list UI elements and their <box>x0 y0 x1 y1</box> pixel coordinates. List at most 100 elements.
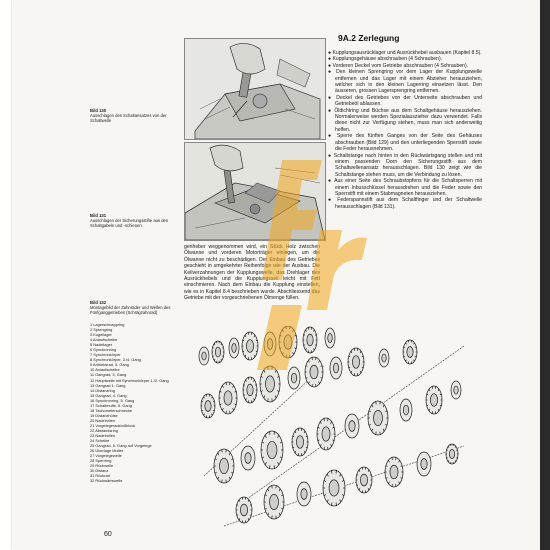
figure-132-exploded-view <box>184 325 480 532</box>
gear-tooth <box>446 457 448 459</box>
gear-tooth <box>348 355 351 358</box>
gear-tooth <box>398 460 400 463</box>
legend-item: 18 Tachometerschnecke <box>90 407 133 413</box>
gear-tooth <box>368 423 371 426</box>
gear-bore <box>244 452 252 464</box>
gear-tooth <box>234 403 237 406</box>
gear-bore <box>290 372 298 384</box>
gear-tooth <box>213 358 216 361</box>
gear-tooth <box>232 408 234 411</box>
gear-tooth <box>371 404 374 408</box>
legend-item: 5 Nadellager <box>90 342 113 348</box>
gear-tooth <box>341 479 345 482</box>
gear-tooth <box>350 370 353 374</box>
figure-131-title: Bild 131 <box>90 213 107 218</box>
gear-tooth <box>278 512 281 516</box>
gear-tooth <box>320 377 323 379</box>
gear-tooth <box>439 404 442 407</box>
gear-tooth <box>267 488 270 492</box>
gear-bore <box>219 458 229 475</box>
procedure-list: ● Kupplungsausrücklager und Ausrückhebel… <box>328 50 482 210</box>
gear-tooth <box>320 421 322 424</box>
gear-tooth <box>211 413 213 416</box>
gear-tooth <box>326 499 329 503</box>
legend-item: 15 Gangrad, 4. Gang <box>90 392 127 398</box>
gear-exploded-diagram <box>198 325 465 527</box>
gear-tooth <box>314 334 317 336</box>
legend-item: 19 Distanzhülse <box>90 412 118 418</box>
gear-tooth <box>388 481 390 484</box>
gear-tooth <box>317 439 320 442</box>
gear-tooth <box>238 499 241 502</box>
gear-bore <box>265 375 275 393</box>
legend-item: 22 Abstandsring <box>90 427 118 433</box>
gear-tooth <box>263 369 266 373</box>
gear-bore <box>360 473 368 487</box>
gear-bore <box>201 351 207 361</box>
gear-tooth <box>426 393 429 396</box>
gear-tooth <box>369 484 372 486</box>
gear-tooth <box>305 435 308 438</box>
gear-tooth <box>437 388 440 392</box>
gear-bore <box>214 346 222 358</box>
gear-tooth <box>264 434 267 438</box>
gear-tooth <box>413 342 415 345</box>
gear-tooth <box>254 394 257 396</box>
gear-tooth <box>456 449 458 451</box>
gear-tooth <box>323 479 327 482</box>
gear-tooth <box>261 456 265 459</box>
installation-paragraph: genheber weggenommen wird, ein Stück Hol… <box>184 244 320 302</box>
page-number: 60 <box>104 531 112 538</box>
gear-tooth <box>201 400 204 403</box>
gear-tooth <box>247 518 250 521</box>
gear-bore <box>300 488 308 500</box>
figure-130-caption: Bild 130 Ausschlagen des Schaltansatzes … <box>90 108 182 124</box>
procedure-step: ● Aus einer Seite des Schraubstopfens fü… <box>328 178 482 197</box>
gear-tooth <box>356 484 359 486</box>
gear-tooth <box>369 474 372 476</box>
gear-tooth <box>371 428 374 432</box>
gear-tooth <box>398 481 400 484</box>
gear-tooth <box>414 346 417 349</box>
gear-bore <box>266 338 274 350</box>
gear-tooth <box>232 385 234 388</box>
manual-page: Bild 130 Ausschlagen des Schaltansatzes … <box>12 0 544 550</box>
legend-item: 29 Rückwelle <box>90 463 114 469</box>
gear-bore <box>246 383 254 397</box>
gear-tooth <box>305 348 307 351</box>
gear-tooth <box>277 375 280 378</box>
gear-tooth <box>231 471 234 474</box>
gear-tooth <box>245 379 247 382</box>
gear-tooth <box>253 334 256 338</box>
gear-bore <box>381 353 387 363</box>
gear-tooth <box>359 370 362 374</box>
gear-tooth <box>303 430 306 434</box>
legend-item: 6 Synchronring <box>90 347 117 353</box>
gear-tooth <box>313 329 315 332</box>
gear-tooth <box>201 409 204 412</box>
gear-tooth <box>305 329 307 332</box>
legend-item: 14 Distanzring <box>90 387 115 393</box>
gear-bore <box>269 494 279 511</box>
gear-bore <box>296 435 304 449</box>
gear-tooth <box>318 360 320 363</box>
gear-tooth <box>447 446 450 448</box>
gear-tooth <box>217 476 220 480</box>
gear-tooth <box>253 354 256 358</box>
gear-tooth <box>339 499 342 503</box>
gear-tooth <box>281 494 284 497</box>
gear-tooth <box>413 359 415 362</box>
legend-item: 2 Sprengring <box>90 327 113 333</box>
gear-tooth <box>279 441 283 444</box>
gear-tooth <box>382 404 385 408</box>
gear-tooth <box>217 452 220 456</box>
gear-bore <box>327 333 333 343</box>
gear-tooth <box>212 355 214 358</box>
gear-tooth <box>359 350 362 354</box>
gear-tooth <box>447 460 450 462</box>
gear-tooth <box>255 339 258 342</box>
gear-tooth <box>222 385 224 388</box>
figure-132-title: Bild 132 <box>90 300 107 305</box>
gear-tooth <box>234 390 237 393</box>
